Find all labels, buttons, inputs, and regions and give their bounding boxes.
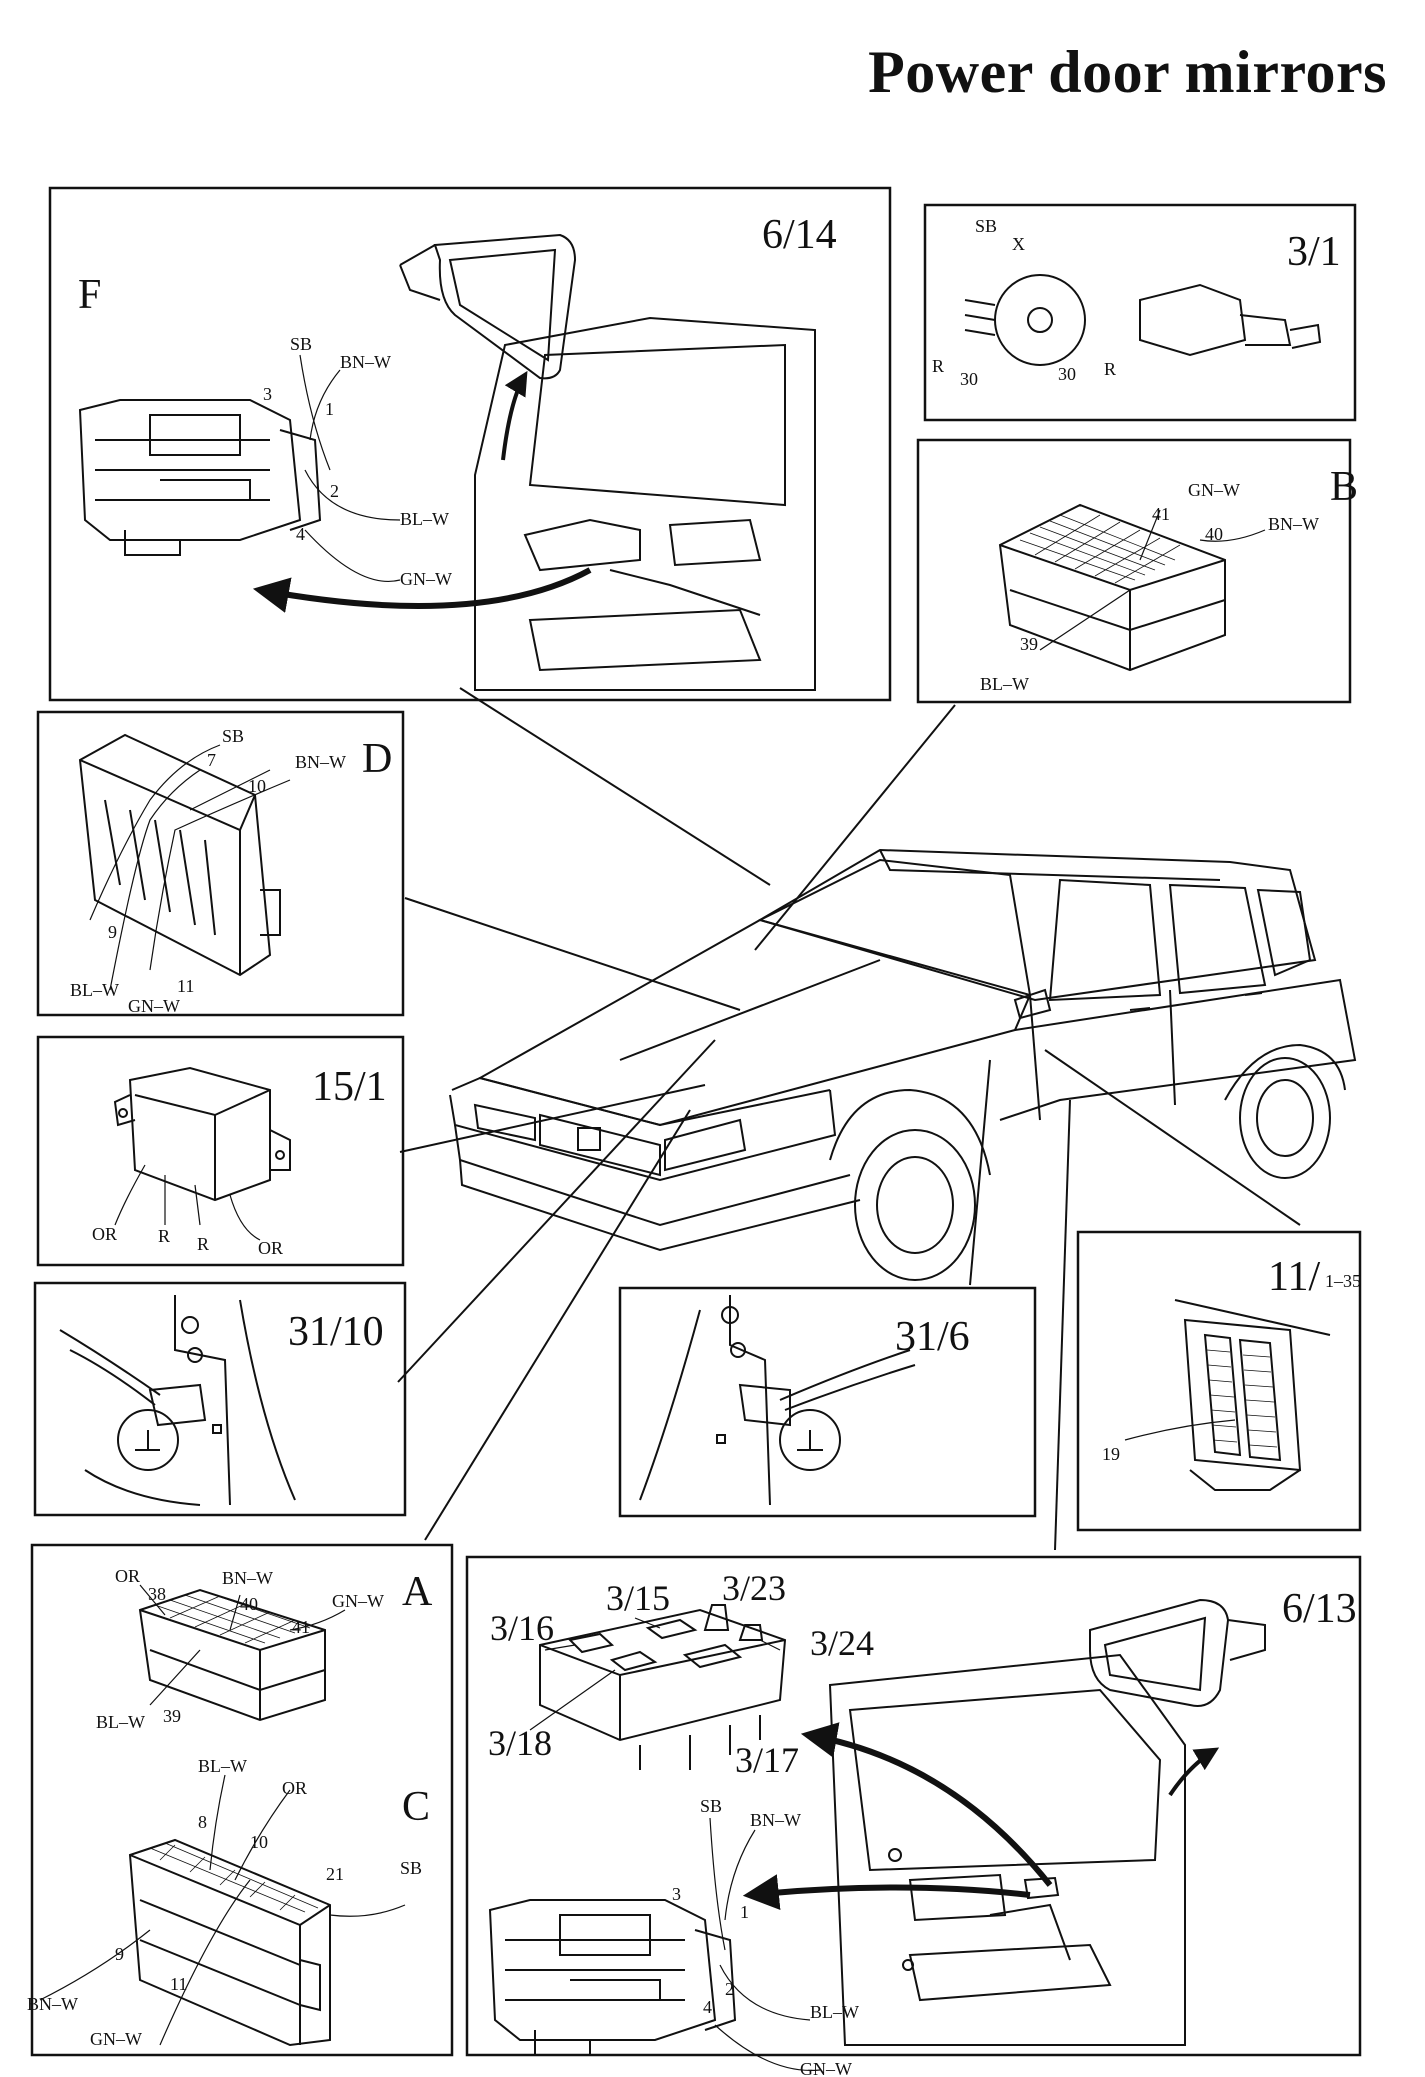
- wire-gn-w: GN–W: [90, 2029, 142, 2049]
- terminal-30: 30: [1058, 364, 1076, 384]
- panel-code: 6/14: [762, 212, 837, 258]
- switch-3-23: 3/23: [722, 1568, 786, 1608]
- pin-41: 41: [1152, 504, 1170, 524]
- pin-4: 4: [703, 1997, 712, 2017]
- panel-code: 31/6: [895, 1314, 970, 1360]
- wire-bn-w: BN–W: [27, 1994, 78, 2014]
- wire-or: OR: [282, 1778, 307, 1798]
- pin-39: 39: [1020, 634, 1038, 654]
- wire-bn-w: BN–W: [750, 1810, 801, 1830]
- pin-10: 10: [248, 776, 266, 796]
- label-x: X: [1012, 234, 1025, 254]
- switch-3-15: 3/15: [606, 1578, 670, 1618]
- switch-3-24: 3/24: [810, 1623, 874, 1663]
- panel-b: B GN–W 41 40 BN–W 39 BL–W: [916, 438, 1358, 704]
- wire-bl-w: BL–W: [810, 2002, 859, 2022]
- wire-bl-w: BL–W: [980, 674, 1029, 694]
- pin-9: 9: [108, 922, 117, 942]
- pin-40: 40: [240, 1594, 258, 1614]
- pin-39: 39: [163, 1706, 181, 1726]
- label-r: R: [1104, 359, 1116, 379]
- pin-2: 2: [330, 481, 339, 501]
- page-title: Power door mirrors: [868, 39, 1387, 105]
- wire-or: OR: [92, 1224, 117, 1244]
- pin-19: 19: [1102, 1444, 1120, 1464]
- wire-r: R: [197, 1234, 209, 1254]
- wire-bn-w: BN–W: [340, 352, 391, 372]
- panel-code-range: 1–35: [1325, 1271, 1361, 1291]
- wire-gn-w: GN–W: [400, 569, 452, 589]
- panel-15-1: 15/1 OR R R OR: [36, 1035, 405, 1267]
- pin-2: 2: [725, 1979, 734, 1999]
- wire-bl-w: BL–W: [96, 1712, 145, 1732]
- panel-letter: B: [1330, 464, 1358, 510]
- wire-gn-w: GN–W: [332, 1591, 384, 1611]
- panel-code: 15/1: [312, 1064, 387, 1110]
- panel-letter-a: A: [402, 1569, 433, 1615]
- pin-11: 11: [177, 976, 194, 996]
- wire-gn-w: GN–W: [800, 2059, 852, 2077]
- panel-a-c: A C OR 38 BN–W 40 GN–W 41 BL–W 39: [27, 1543, 454, 2057]
- wire-gn-w: GN–W: [128, 996, 180, 1016]
- panel-11-1-35: 11/ 1–35 19: [1076, 1230, 1362, 1532]
- panel-letter: D: [362, 736, 392, 782]
- pin-21: 21: [326, 1864, 344, 1884]
- panel-code: 3/1: [1287, 229, 1341, 275]
- pin-8: 8: [198, 1812, 207, 1832]
- panel-31-6: 31/6: [618, 1286, 1037, 1518]
- pin-9: 9: [115, 1944, 124, 1964]
- wire-sb: SB: [290, 334, 312, 354]
- pin-41: 41: [292, 1617, 310, 1637]
- wire-bn-w: BN–W: [1268, 514, 1319, 534]
- wire-bn-w: BN–W: [295, 752, 346, 772]
- panel-6-13: 6/13 3/16 3/15 3/23 3/24 3/18 3/17: [465, 1555, 1362, 2077]
- pin-4: 4: [296, 524, 305, 544]
- switch-3-18: 3/18: [488, 1723, 552, 1763]
- pin-11: 11: [170, 1974, 187, 1994]
- panel-letter-c: C: [402, 1784, 430, 1830]
- label-r: R: [932, 356, 944, 376]
- pin-40: 40: [1205, 524, 1223, 544]
- terminal-30: 30: [960, 369, 978, 389]
- panel-31-10: 31/10: [33, 1281, 407, 1517]
- wire-gn-w: GN–W: [1188, 480, 1240, 500]
- car-illustration: [449, 848, 1357, 1281]
- wire-r: R: [158, 1226, 170, 1246]
- panel-code: 31/10: [288, 1309, 384, 1355]
- label-sb: SB: [975, 216, 997, 236]
- wire-or: OR: [115, 1566, 140, 1586]
- pin-3: 3: [672, 1884, 681, 1904]
- pin-38: 38: [148, 1584, 166, 1604]
- wire-bl-w: BL–W: [70, 980, 119, 1000]
- leader-lines: [397, 687, 1301, 1551]
- pin-10: 10: [250, 1832, 268, 1852]
- pin-1: 1: [325, 399, 334, 419]
- wire-sb: SB: [400, 1858, 422, 1878]
- panel-6-14: 6/14 F SB: [48, 186, 892, 702]
- wire-bl-w: BL–W: [198, 1756, 247, 1776]
- wire-or: OR: [258, 1238, 283, 1258]
- wire-bl-w: BL–W: [400, 509, 449, 529]
- wire-sb: SB: [222, 726, 244, 746]
- switch-3-16: 3/16: [490, 1608, 554, 1648]
- pin-3: 3: [263, 384, 272, 404]
- panel-3-1: 3/1 SB X R 30 30 R: [923, 203, 1357, 422]
- wire-sb: SB: [700, 1796, 722, 1816]
- pin-7: 7: [207, 750, 216, 770]
- panel-d: D SB 7 BN–W 10 9 BL–W 11 GN–W: [36, 710, 405, 1017]
- pin-1: 1: [740, 1902, 749, 1922]
- panel-code: 6/13: [1282, 1586, 1357, 1632]
- panel-letter: F: [78, 272, 101, 318]
- switch-3-17: 3/17: [735, 1740, 799, 1780]
- panel-code: 11/: [1268, 1254, 1320, 1300]
- wire-bn-w: BN–W: [222, 1568, 273, 1588]
